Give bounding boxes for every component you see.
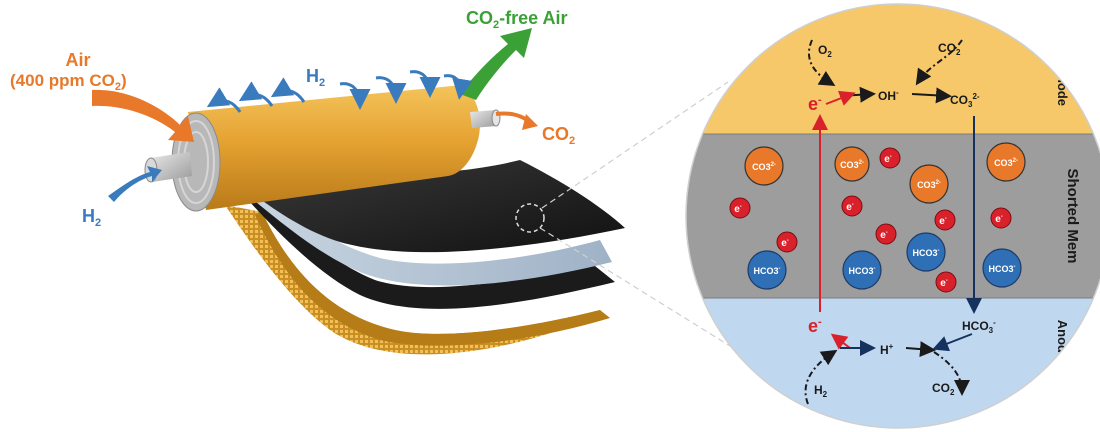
svg-text:e-: e- (995, 214, 1003, 225)
svg-text:HCO3-: HCO3- (848, 266, 875, 276)
h-plus-label: H+ (880, 342, 894, 357)
co2-free-air-label: CO2-free Air (466, 8, 567, 31)
zoom-line-bottom (539, 227, 731, 347)
mesh-spacer-edge (255, 212, 610, 346)
co2-outlet-label: CO2 (542, 124, 575, 147)
co2-outlet-tube (470, 110, 497, 128)
electron: e- (935, 271, 957, 293)
co3-ion: CO32- (986, 142, 1026, 182)
svg-text:e-: e- (734, 204, 742, 215)
h2-inlet-tube (150, 152, 192, 182)
co2-feed-arrow (915, 39, 963, 86)
air-label: Air (65, 50, 90, 70)
h-plus-to-co2-arrow (905, 341, 936, 358)
o2-feed-arrow (807, 39, 836, 87)
membrane-sheet (244, 188, 612, 286)
module-illustration (144, 85, 625, 355)
anode-e-arrow (830, 333, 851, 350)
electron: e- (934, 209, 956, 231)
lower-electrode-sheet (248, 198, 615, 309)
zoom-detail: CO32- CO32- CO32- CO32- HCO3- HCO3- HCO3… (686, 4, 1100, 428)
membrane-layer-label: Shorted Mem (1064, 168, 1081, 263)
co3-ion: CO32- (909, 164, 949, 204)
svg-text:e-: e- (884, 154, 892, 165)
svg-text:e-: e- (880, 230, 888, 241)
mesh-spacer-sheet (225, 205, 600, 355)
svg-text:e-: e- (940, 278, 948, 289)
oh-label: OH- (878, 88, 899, 103)
co2-anode-label: CO2 (932, 381, 955, 397)
o2-label: O2 (818, 43, 832, 59)
e-cathode-arrow (825, 90, 856, 106)
electron: e- (841, 195, 863, 217)
h2-inflow-arrow (108, 166, 162, 202)
electron: e- (879, 147, 901, 169)
svg-text:CO32-: CO32- (917, 180, 941, 190)
zoom-detail-border (685, 3, 1100, 429)
svg-text:CO32-: CO32- (994, 158, 1018, 168)
svg-text:e-: e- (781, 238, 789, 249)
cathode-layer-label: Cathode (1055, 54, 1070, 106)
svg-text:CO32-: CO32- (840, 160, 864, 170)
anode-electron-label: e- (808, 316, 822, 336)
co3-label: CO32- (950, 92, 980, 109)
svg-text:HCO3-: HCO3- (912, 248, 939, 258)
cathode-layer (686, 4, 1100, 134)
electron: e- (875, 223, 897, 245)
zoom-line-top (541, 81, 729, 209)
electron: e- (776, 231, 798, 253)
h2-inlet-label: H2 (82, 206, 101, 229)
co2-free-air-arrow (460, 28, 532, 100)
svg-text:HCO3-: HCO3- (753, 266, 780, 276)
hco3-to-co2-arrow (932, 333, 973, 352)
svg-text:e-: e- (939, 216, 947, 227)
co2-cathode-label: CO2 (938, 41, 961, 57)
cathode-electron-label: e- (808, 94, 822, 114)
h2-permeate-label: H2 (306, 66, 325, 89)
co3-ion: CO32- (834, 146, 870, 182)
co2-release-arrow (933, 351, 970, 396)
oh-to-co3-arrow (911, 87, 952, 104)
hco3-ion: HCO3- (842, 250, 882, 290)
electron: e- (990, 207, 1012, 229)
anode-layer-label: Anode (1055, 320, 1070, 360)
electron: e- (729, 197, 751, 219)
hco3-ion: HCO3- (906, 232, 946, 272)
air-inflow-arrow (92, 89, 194, 142)
h2-permeation-arrows (206, 70, 473, 113)
zoom-circle (515, 203, 545, 233)
anode-layer (686, 298, 1100, 428)
hco3-ion: HCO3- (982, 248, 1022, 288)
svg-text:CO32-: CO32- (752, 162, 776, 172)
h2-feed-arrow (804, 349, 838, 405)
h2-anode-label: H2 (814, 383, 828, 399)
module-roll (188, 85, 480, 210)
svg-text:e-: e- (846, 202, 854, 213)
hco3-anode-label: HCO3- (962, 318, 996, 335)
co3-ion: CO32- (744, 146, 784, 186)
hco3-ion: HCO3- (747, 250, 787, 290)
air-ppm-label: (400 ppm CO2) (10, 71, 127, 93)
svg-text:HCO3-: HCO3- (988, 264, 1015, 274)
